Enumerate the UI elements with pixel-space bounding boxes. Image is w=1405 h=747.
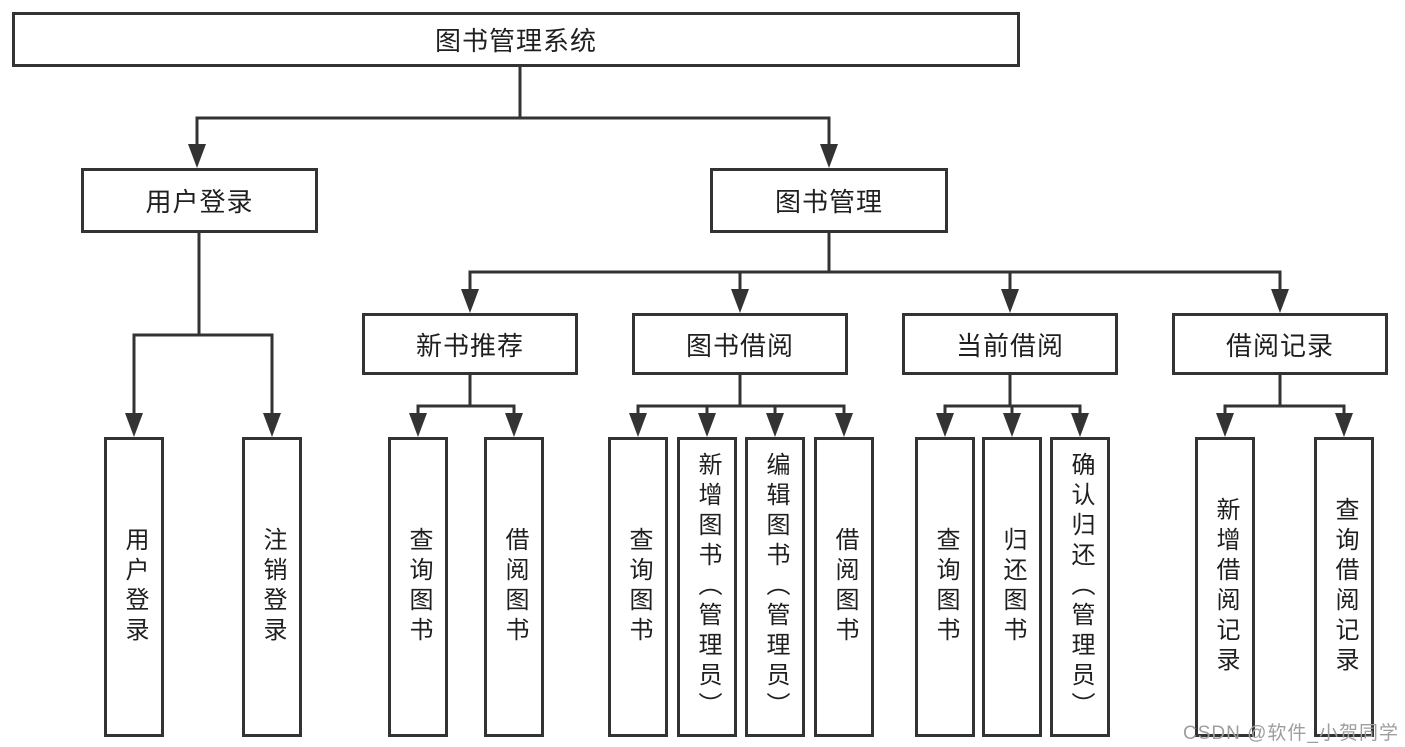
arrowhead bbox=[936, 413, 954, 437]
node-borrow-records: 借阅记录 bbox=[1172, 313, 1388, 375]
node-label: 用户登录 bbox=[145, 187, 254, 217]
leaf-label: 查询图书 bbox=[625, 527, 652, 647]
leaf-records-add-record: 新增借阅记录 bbox=[1195, 437, 1255, 737]
arrowhead bbox=[820, 144, 838, 168]
node-book-management: 图书管理 bbox=[710, 168, 948, 233]
node-current-borrow: 当前借阅 bbox=[902, 313, 1118, 375]
leaf-logout: 注销登录 bbox=[242, 437, 302, 737]
arrowhead bbox=[766, 413, 784, 437]
leaf-label: 查询图书 bbox=[405, 527, 432, 647]
leaf-user-login: 用户登录 bbox=[104, 437, 164, 737]
leaf-label: 注销登录 bbox=[259, 527, 286, 647]
node-root-system: 图书管理系统 bbox=[12, 12, 1020, 67]
arrowhead bbox=[1001, 289, 1019, 313]
leaf-label: 用户登录 bbox=[121, 527, 148, 647]
leaf-borrow-query-books: 查询图书 bbox=[608, 437, 668, 737]
arrowhead bbox=[461, 289, 479, 313]
arrowhead bbox=[409, 413, 427, 437]
arrowhead bbox=[125, 413, 143, 437]
leaf-borrow-borrow-books: 借阅图书 bbox=[814, 437, 874, 737]
node-label: 新书推荐 bbox=[415, 330, 524, 361]
leaf-recommend-borrow-books: 借阅图书 bbox=[484, 437, 544, 737]
leaf-current-confirm-return-admin: 确认归还（管理员） bbox=[1050, 437, 1110, 737]
leaf-label: 查询图书 bbox=[932, 527, 959, 647]
arrowhead bbox=[505, 413, 523, 437]
node-user-login: 用户登录 bbox=[81, 168, 318, 233]
node-book-borrow: 图书借阅 bbox=[632, 313, 848, 375]
leaf-label: 确认归还（管理员） bbox=[1067, 452, 1094, 722]
node-new-book-recommend: 新书推荐 bbox=[362, 313, 578, 375]
leaf-label: 借阅图书 bbox=[831, 527, 858, 647]
node-label: 图书借阅 bbox=[685, 330, 794, 361]
node-label: 借阅记录 bbox=[1225, 330, 1334, 361]
node-label: 图书管理系统 bbox=[434, 26, 597, 56]
csdn-watermark: CSDN @软件_小贺同学 bbox=[1183, 723, 1399, 744]
leaf-current-return-books: 归还图书 bbox=[982, 437, 1042, 737]
leaf-label: 新增借阅记录 bbox=[1212, 497, 1239, 677]
arrowhead bbox=[629, 413, 647, 437]
node-label: 图书管理 bbox=[774, 187, 883, 217]
leaf-recommend-query-books: 查询图书 bbox=[388, 437, 448, 737]
arrowhead bbox=[1271, 289, 1289, 313]
leaf-label: 归还图书 bbox=[999, 527, 1026, 647]
node-label: 当前借阅 bbox=[955, 330, 1064, 361]
arrowhead bbox=[835, 413, 853, 437]
leaf-label: 查询借阅记录 bbox=[1331, 497, 1358, 677]
leaf-records-query-record: 查询借阅记录 bbox=[1314, 437, 1374, 737]
arrowhead bbox=[731, 289, 749, 313]
leaf-borrow-add-books-admin: 新增图书（管理员） bbox=[677, 437, 737, 737]
arrowhead bbox=[1071, 413, 1089, 437]
leaf-label: 借阅图书 bbox=[501, 527, 528, 647]
arrowhead bbox=[263, 413, 281, 437]
arrowhead bbox=[188, 144, 206, 168]
arrowhead bbox=[1216, 413, 1234, 437]
leaf-label: 编辑图书（管理员） bbox=[762, 452, 789, 722]
arrowhead bbox=[1335, 413, 1353, 437]
arrowhead bbox=[1003, 413, 1021, 437]
leaf-label: 新增图书（管理员） bbox=[694, 452, 721, 722]
leaf-borrow-edit-books-admin: 编辑图书（管理员） bbox=[745, 437, 805, 737]
arrowhead bbox=[698, 413, 716, 437]
leaf-current-query-books: 查询图书 bbox=[915, 437, 975, 737]
